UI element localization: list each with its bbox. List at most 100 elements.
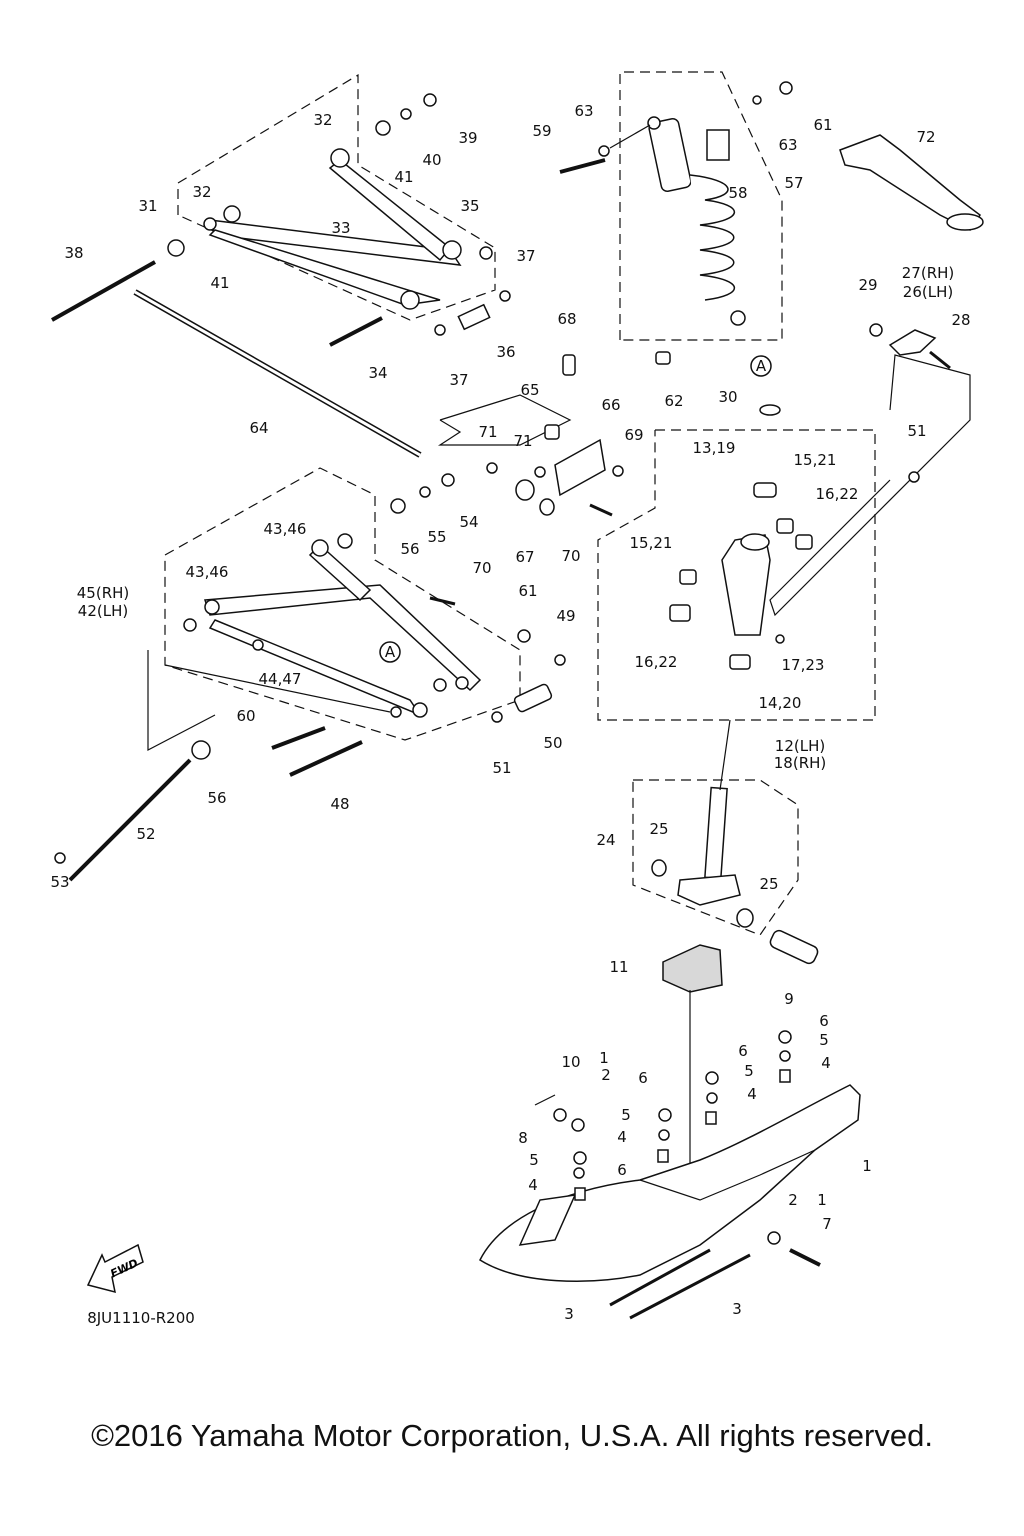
upper-a-arm — [51, 93, 511, 458]
upper-arm-labels: 32 39 40 41 31 32 33 35 38 41 37 34 36 3… — [64, 111, 535, 437]
shock-labels: 63 59 58 57 63 61 72 62 — [532, 102, 935, 410]
part-label: 34 — [368, 364, 387, 382]
part-label: 70 — [472, 559, 491, 577]
part-label: 71 — [478, 423, 497, 441]
callout-a-shock: A — [750, 355, 772, 377]
diagram-code: 8JU1110-R200 — [87, 1309, 195, 1327]
part-label: 14,20 — [759, 694, 802, 712]
part-label: 3 — [564, 1305, 574, 1323]
part-label: 6 — [617, 1161, 627, 1179]
part-label: 16,22 — [816, 485, 859, 503]
part-label: 62 — [664, 392, 683, 410]
part-label: 64 — [249, 419, 268, 437]
part-label: 56 — [400, 540, 419, 558]
part-label: 65 — [520, 381, 539, 399]
middle-labels: 68 65 66 71 71 69 13,19 15,21 16,22 15,2… — [478, 310, 858, 772]
part-label: 15,21 — [794, 451, 837, 469]
part-label: 11 — [609, 958, 628, 976]
part-label: 1 — [599, 1049, 609, 1067]
part-label: 2 — [601, 1066, 611, 1084]
part-label: 4 — [747, 1085, 757, 1103]
part-label: 10 — [561, 1053, 580, 1071]
part-label: 63 — [778, 136, 797, 154]
part-label: 37 — [449, 371, 468, 389]
part-label: 27(RH) — [902, 264, 955, 282]
part-label: 5 — [621, 1106, 631, 1124]
part-label: 72 — [916, 128, 935, 146]
part-label: 55 — [427, 528, 446, 546]
part-label: 1 — [817, 1191, 827, 1209]
callout-a-label: A — [756, 357, 767, 375]
part-label: 30 — [718, 388, 737, 406]
knuckle-assembly — [486, 354, 813, 670]
part-label: 51 — [907, 422, 926, 440]
lower-arm-labels: 43,46 56 55 54 67 70 70 43,46 45(RH) 42(… — [50, 513, 580, 891]
part-label: 5 — [529, 1151, 539, 1169]
part-label: 25 — [649, 820, 668, 838]
part-label: 58 — [728, 184, 747, 202]
part-label: 42(LH) — [78, 602, 128, 620]
part-label: 2 — [788, 1191, 798, 1209]
part-label: 53 — [50, 873, 69, 891]
part-label: 4 — [528, 1176, 538, 1194]
part-label: 16,22 — [635, 653, 678, 671]
part-label: 66 — [601, 396, 620, 414]
part-label: 8 — [518, 1129, 528, 1147]
part-label: 32 — [313, 111, 332, 129]
part-label: 18(RH) — [774, 754, 827, 772]
part-label: 50 — [543, 734, 562, 752]
part-label: 59 — [532, 122, 551, 140]
part-label: 6 — [819, 1012, 829, 1030]
ski — [479, 1030, 861, 1320]
part-label: 60 — [236, 707, 255, 725]
part-label: 33 — [331, 219, 350, 237]
part-label: 69 — [624, 426, 643, 444]
part-label: 29 — [858, 276, 877, 294]
part-label: 41 — [210, 274, 229, 292]
part-label: 5 — [819, 1031, 829, 1049]
part-label: 61 — [518, 582, 537, 600]
part-label: 12(LH) — [775, 737, 825, 755]
right-labels: 29 27(RH) 26(LH) 28 30 51 — [718, 264, 970, 440]
part-label: 3 — [732, 1300, 742, 1318]
part-label: 44,47 — [259, 670, 302, 688]
part-label: 48 — [330, 795, 349, 813]
part-label: 67 — [515, 548, 534, 566]
part-label: 51 — [492, 759, 511, 777]
spindle — [651, 719, 819, 1215]
part-label: 68 — [557, 310, 576, 328]
part-label: 28 — [951, 311, 970, 329]
part-label: 24 — [596, 831, 615, 849]
spindle-labels: 24 25 25 11 9 — [596, 820, 793, 1008]
right-parts — [759, 323, 951, 483]
fwd-arrow-icon: FWD — [86, 1243, 144, 1294]
part-label: 17,23 — [782, 656, 825, 674]
part-label: 6 — [638, 1069, 648, 1087]
part-label: 4 — [821, 1054, 831, 1072]
ski-labels: 6 5 4 6 5 4 1 2 6 10 5 4 8 5 6 4 1 2 1 7… — [518, 1012, 872, 1323]
part-label: 36 — [496, 343, 515, 361]
part-label: 63 — [574, 102, 593, 120]
part-label: 13,19 — [693, 439, 736, 457]
part-label: 26(LH) — [903, 283, 953, 301]
part-label: 35 — [460, 197, 479, 215]
part-label: 49 — [556, 607, 575, 625]
part-label: 56 — [207, 789, 226, 807]
lower-arm — [54, 473, 566, 882]
copyright-notice: ©2016 Yamaha Motor Corporation, U.S.A. A… — [91, 1418, 933, 1453]
part-label: 6 — [738, 1042, 748, 1060]
part-label: 5 — [744, 1062, 754, 1080]
part-label: 1 — [862, 1157, 872, 1175]
part-label: 54 — [459, 513, 478, 531]
part-label: 45(RH) — [77, 584, 130, 602]
group-outlines — [147, 71, 971, 936]
callout-a-label: A — [385, 643, 396, 661]
part-label: 31 — [138, 197, 157, 215]
part-label: 9 — [784, 990, 794, 1008]
part-label: 38 — [64, 244, 83, 262]
part-label: 32 — [192, 183, 211, 201]
part-label: 41 — [394, 168, 413, 186]
part-label: 57 — [784, 174, 803, 192]
part-label: 39 — [458, 129, 477, 147]
